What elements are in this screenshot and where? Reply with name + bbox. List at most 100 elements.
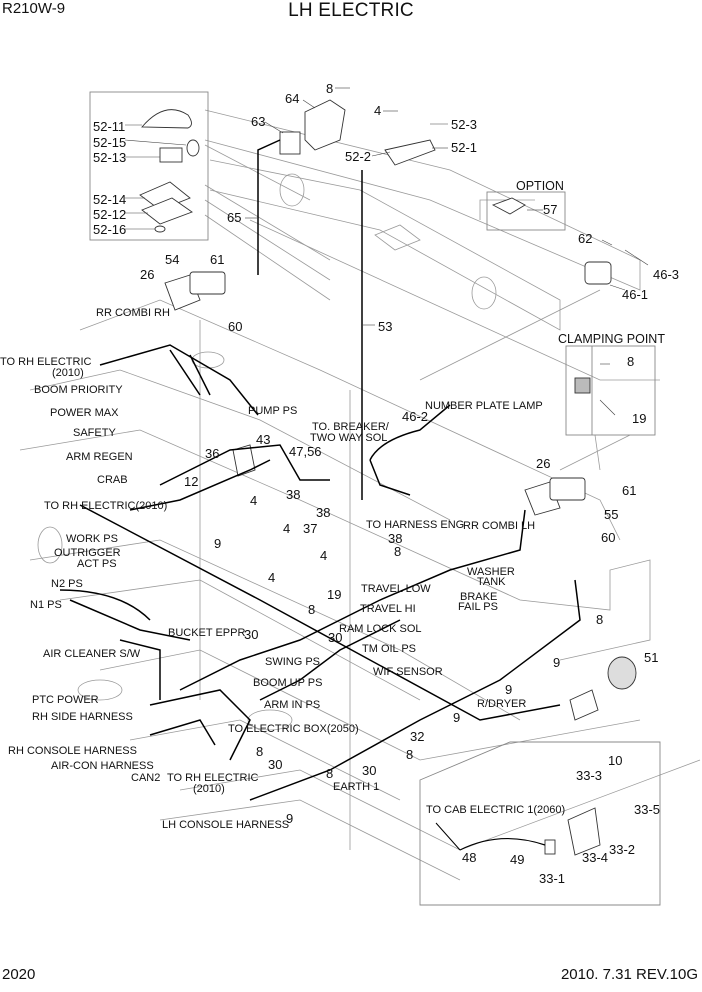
label-washer: WASHER [467, 566, 515, 578]
label-boom-up-ps: BOOM UP PS [253, 677, 323, 689]
label-travel-low: TRAVEL LOW [361, 583, 431, 595]
part-8-d: 8 [406, 747, 414, 762]
label-brake: BRAKE [460, 591, 498, 603]
label-arm-in-ps: ARM IN PS [264, 699, 321, 711]
part-26: 26 [140, 267, 155, 282]
part-52-3: 52-3 [451, 117, 478, 132]
label-ram-lock-sol: RAM LOCK SOL [339, 623, 422, 635]
cab-electric-inset-box [419, 741, 661, 906]
part-8-f: 8 [326, 766, 334, 781]
cab-part-33-3: 33-3 [576, 768, 603, 783]
model-code: R210W-9 [2, 0, 66, 17]
part-52-16: 52-16 [93, 222, 127, 237]
part-19: 19 [327, 587, 342, 602]
part-4-b: 4 [283, 521, 291, 536]
part-8-a: 8 [394, 544, 402, 559]
part-55: 55 [604, 507, 619, 522]
part-36: 36 [205, 446, 220, 461]
main-harness [79, 504, 561, 721]
part-38-c: 38 [388, 531, 403, 546]
part-9-c: 9 [505, 682, 513, 697]
part-8-b: 8 [308, 602, 316, 617]
part-54: 54 [165, 252, 180, 267]
part-26-r: 26 [536, 456, 551, 471]
label-boom-priority: BOOM PRIORITY [34, 384, 123, 396]
label-to-rh-electric-bottom-code: (2010) [193, 783, 225, 795]
cover-64-part [304, 99, 346, 151]
part-52-13: 52-13 [93, 150, 127, 165]
part-30-a: 30 [328, 630, 343, 645]
part-9-b: 9 [553, 655, 561, 670]
part-53: 53 [378, 319, 393, 334]
label-bucket-eppr: BUCKET EPPR [168, 627, 246, 639]
clamp-part-19: 19 [632, 411, 647, 426]
cab-part-10: 10 [608, 753, 623, 768]
label-to-rh-electric: TO RH ELECTRIC [0, 356, 92, 368]
cab-part-48: 48 [462, 850, 477, 865]
part-46-1: 46-1 [622, 287, 649, 302]
clamping-point-inset-box [565, 345, 656, 436]
part-52-14: 52-14 [93, 192, 127, 207]
clamp-part-8: 8 [627, 354, 635, 369]
label-to-harness-eng: TO HARNESS ENG [366, 519, 465, 531]
part-8-c: 8 [596, 612, 604, 627]
label-n2-ps: N2 PS [51, 578, 83, 590]
part-52-1: 52-1 [451, 140, 478, 155]
label-rr-combi-lh: RR COMBI LH [463, 520, 536, 532]
part-57: 57 [543, 202, 558, 217]
part-52-2: 52-2 [345, 149, 372, 164]
label-to-rh-electric-bottom: TO RH ELECTRIC [167, 772, 259, 784]
part-52-12: 52-12 [93, 207, 127, 222]
label-r-dryer: R/DRYER [477, 698, 527, 710]
option-title: OPTION [516, 179, 564, 193]
part-30-c: 30 [268, 757, 283, 772]
label-to-breaker: TO. BREAKER/ [312, 421, 389, 433]
part-12: 12 [184, 474, 199, 489]
part-51: 51 [644, 650, 659, 665]
label-number-plate-lamp: NUMBER PLATE LAMP [425, 400, 543, 412]
label-act-ps: ACT PS [77, 558, 117, 570]
label-outrigger: OUTRIGGER [54, 547, 121, 559]
label-work-ps: WORK PS [66, 533, 118, 545]
label-air-con-harness: AIR-CON HARNESS [51, 760, 154, 772]
part-37: 37 [303, 521, 318, 536]
label-crab: CRAB [97, 474, 128, 486]
part-62: 62 [578, 231, 593, 246]
label-swing-ps: SWING PS [265, 656, 321, 668]
part-9-a: 9 [214, 536, 222, 551]
label-lh-console-harness: LH CONSOLE HARNESS [162, 819, 290, 831]
part-4-c: 4 [320, 548, 328, 563]
part-46-3: 46-3 [653, 267, 680, 282]
label-pump-ps: PUMP PS [248, 405, 298, 417]
label-washer-tank: TANK [477, 576, 506, 588]
part-9-d: 9 [453, 710, 461, 725]
part-60: 60 [228, 319, 243, 334]
part-65: 65 [227, 210, 242, 225]
part-46-2: 46-2 [402, 409, 429, 424]
label-fail-ps: FAIL PS [458, 601, 498, 613]
option-inset-box [486, 191, 566, 231]
label-travel-hi: TRAVEL HI [360, 603, 416, 615]
label-rh-console-harness: RH CONSOLE HARNESS [8, 745, 137, 757]
cab-part-33-1: 33-1 [539, 871, 566, 886]
part-9-e: 9 [286, 811, 294, 826]
part-4-d: 4 [268, 570, 276, 585]
label-air-cleaner-sw: AIR CLEANER S/W [43, 648, 141, 660]
label-power-max: POWER MAX [50, 407, 119, 419]
part-60-r: 60 [601, 530, 616, 545]
label-can2: CAN2 [131, 772, 161, 784]
part-38-a: 38 [286, 487, 301, 502]
part-61-r: 61 [622, 483, 637, 498]
part-63: 63 [251, 114, 266, 129]
label-rh-side-harness: RH SIDE HARNESS [32, 711, 133, 723]
label-wif-sensor: WIF SENSOR [373, 666, 443, 678]
label-to-rh-electric-2010: TO RH ELECTRIC(2010) [44, 500, 168, 512]
part-38-b: 38 [316, 505, 331, 520]
part-52-11: 52-11 [93, 119, 126, 134]
clamping-point-title: CLAMPING POINT [558, 332, 665, 346]
part-30-d: 30 [362, 763, 377, 778]
label-two-way-sol: TWO WAY SOL [310, 432, 388, 444]
part-4: 4 [374, 103, 382, 118]
part-47-56: 47,56 [289, 444, 322, 459]
